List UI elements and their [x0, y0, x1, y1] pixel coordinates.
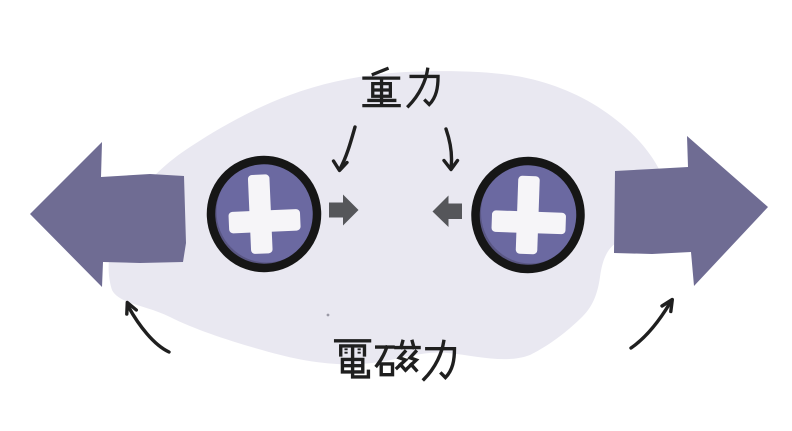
particle-outline	[206, 155, 322, 273]
em-label-pointer-right	[629, 297, 674, 350]
glyph-zhong	[362, 66, 401, 108]
electromagnetic-repulsion-arrow-right	[614, 136, 768, 286]
positive-particle-left	[206, 155, 322, 273]
background-blob	[108, 71, 667, 365]
stray-mark	[326, 313, 330, 317]
gravity-label-pointer-left	[331, 125, 357, 173]
em-label-pointer-left	[125, 300, 171, 354]
glyph-dian	[333, 339, 372, 379]
electromagnetic-repulsion-arrow-left	[30, 142, 186, 287]
plus-icon-left	[228, 174, 301, 254]
gravity-attraction-arrow-left	[329, 194, 359, 226]
glyph-li-top	[406, 67, 440, 109]
glyph-li-bottom	[421, 339, 457, 382]
plus-icon-right	[491, 175, 566, 255]
particle-outline	[471, 156, 585, 274]
electromagnetic-label-glyphs	[333, 339, 457, 382]
glyph-ci	[374, 339, 421, 377]
positive-particle-right	[471, 156, 585, 274]
gravity-label-pointer-right	[442, 127, 460, 172]
gravity-label-glyphs	[362, 66, 440, 109]
gravity-attraction-arrow-right	[432, 195, 462, 227]
